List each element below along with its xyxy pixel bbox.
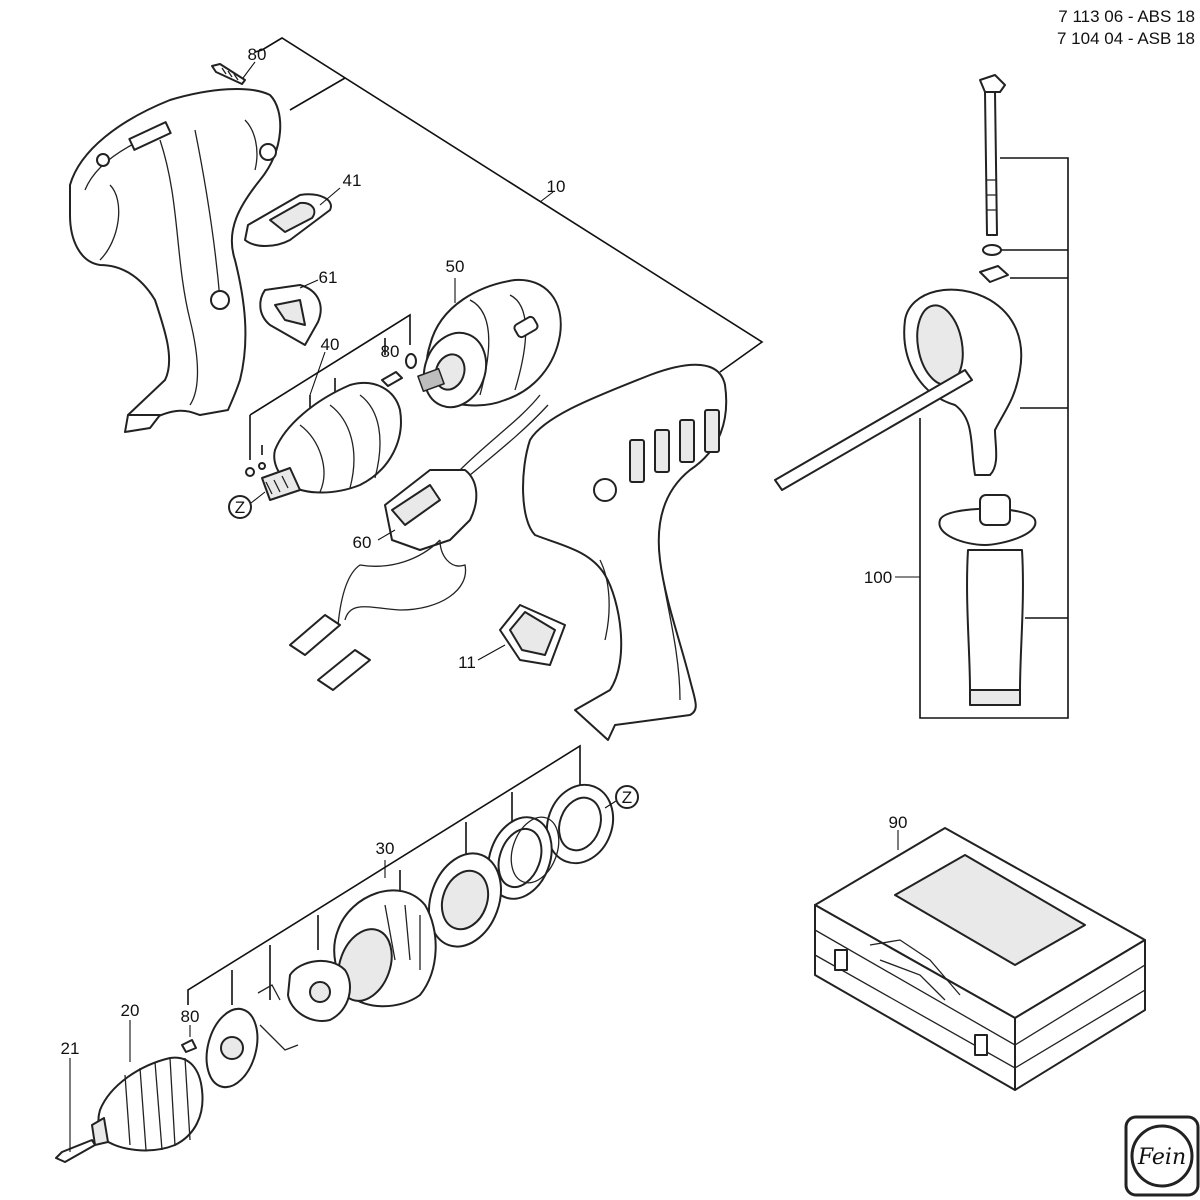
- clips: [257, 984, 299, 1051]
- callout-41: 41: [343, 171, 362, 190]
- spring-ring: [487, 816, 560, 900]
- switch-button-61: [259, 284, 322, 346]
- callout-61: 61: [319, 268, 338, 287]
- housing-half-right: [522, 363, 728, 741]
- callout-21: 21: [61, 1039, 80, 1058]
- screw-80-bottom: [181, 1039, 197, 1053]
- screw-80-top: [211, 63, 246, 85]
- planet-carrier: [333, 889, 437, 1008]
- screw-80-mid: [381, 353, 417, 387]
- gearbox-40: [245, 382, 402, 501]
- callout-80-mid: 80: [381, 342, 400, 361]
- callout-11: 11: [458, 653, 476, 672]
- ring-large: [545, 783, 615, 865]
- assembly-bracket-40: [249, 313, 411, 460]
- callout-30: 30: [376, 839, 395, 858]
- callout-100: 100: [864, 568, 892, 587]
- housing-half-left: [69, 88, 282, 433]
- switch-60: [337, 394, 549, 626]
- callout-40: 40: [321, 335, 340, 354]
- motor-50: [417, 278, 562, 409]
- assembly-bracket-30: [187, 744, 581, 1005]
- chuck-20: [91, 1056, 204, 1152]
- fein-logo: Fein: [1124, 1115, 1200, 1197]
- callout-60: 60: [353, 533, 372, 552]
- callout-90: 90: [889, 813, 908, 832]
- z-marker-bottom: Z: [604, 785, 639, 809]
- assembly-bracket-10: [254, 38, 764, 373]
- screw-21: [55, 1139, 96, 1163]
- battery-cap-41: [244, 193, 332, 247]
- gear-plate: [287, 959, 351, 1022]
- model-number-line-2: 7 104 04 - ASB 18: [1057, 29, 1195, 48]
- callout-80-bottom: 80: [181, 1007, 200, 1026]
- callout-10: 10: [547, 177, 566, 196]
- z-mid-label: Z: [235, 498, 245, 517]
- callout-80-top: 80: [248, 45, 267, 64]
- callout-50: 50: [446, 257, 465, 276]
- logo-text: Fein: [1137, 1145, 1186, 1170]
- callout-20: 20: [121, 1001, 140, 1020]
- z-marker-mid: Z: [228, 491, 266, 519]
- z-bottom-label: Z: [622, 788, 632, 807]
- wire-connectors: [289, 614, 371, 691]
- model-number-line-1: 7 113 06 - ABS 18: [1058, 7, 1195, 26]
- gear-ring: [428, 852, 502, 948]
- carry-case-90: [814, 827, 1146, 1091]
- side-handle-100: [774, 74, 1037, 706]
- battery-contact-11: [499, 604, 566, 666]
- washer-disc: [205, 1007, 259, 1089]
- side-handle-bracket-100: [919, 157, 1069, 719]
